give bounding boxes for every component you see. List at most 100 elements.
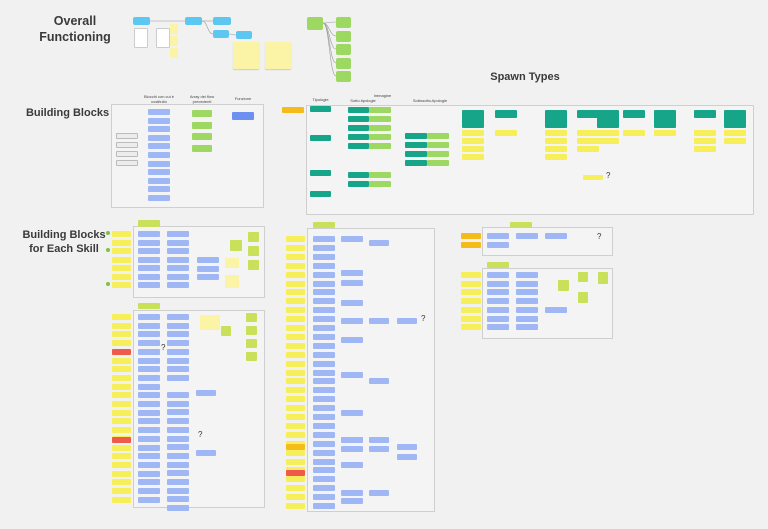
skill-block[interactable]: [138, 418, 160, 425]
skill-label[interactable]: [487, 262, 509, 268]
skill-input[interactable]: [286, 307, 305, 314]
skill-block[interactable]: [487, 324, 509, 331]
skill-block[interactable]: [545, 307, 567, 313]
spawn-subtype-image[interactable]: [369, 134, 391, 140]
skill-block[interactable]: [167, 239, 189, 246]
skill-block[interactable]: [516, 280, 538, 287]
skill-block[interactable]: [487, 315, 509, 322]
spawn-item[interactable]: [462, 138, 484, 144]
skill-block[interactable]: [313, 396, 335, 403]
skill-input[interactable]: [112, 256, 131, 263]
skill-block[interactable]: [138, 401, 160, 407]
skill-block[interactable]: [516, 289, 538, 296]
array-item[interactable]: [192, 133, 212, 140]
skill-block[interactable]: [313, 262, 335, 269]
skill-outcome[interactable]: [246, 339, 257, 348]
skill-block[interactable]: [487, 298, 509, 305]
skill-block[interactable]: [341, 446, 363, 452]
skill-input-error[interactable]: [286, 470, 305, 476]
skill-block[interactable]: [167, 248, 189, 254]
spawn-type[interactable]: [310, 191, 331, 197]
spawn-subtype[interactable]: [348, 143, 369, 149]
skill-block[interactable]: [138, 282, 160, 288]
skill-input[interactable]: [286, 449, 305, 456]
skill-input[interactable]: [286, 396, 305, 403]
skill-input[interactable]: [286, 503, 305, 509]
block-item[interactable]: [116, 151, 138, 157]
skill-input[interactable]: [286, 253, 305, 260]
skill-block[interactable]: [138, 340, 160, 347]
spawn-subtype[interactable]: [348, 116, 369, 122]
block-item[interactable]: [148, 160, 170, 167]
skill-input[interactable]: [286, 342, 305, 349]
block-item[interactable]: [148, 186, 170, 193]
skill-block[interactable]: [138, 357, 160, 364]
spawn-item[interactable]: [597, 130, 619, 136]
skill-input[interactable]: [112, 322, 131, 329]
skill-block[interactable]: [138, 314, 160, 320]
skill-block[interactable]: [313, 422, 335, 429]
skill-block[interactable]: [516, 272, 538, 278]
sticky-note[interactable]: [225, 275, 239, 288]
skill-block[interactable]: [138, 409, 160, 416]
skill-block[interactable]: [138, 392, 160, 399]
spawn-subsubtype[interactable]: [405, 160, 427, 166]
block-item[interactable]: [148, 109, 170, 115]
skill-input[interactable]: [112, 496, 131, 503]
skill-block[interactable]: [167, 256, 189, 263]
skill-block[interactable]: [313, 351, 335, 358]
skill-block[interactable]: [313, 494, 335, 501]
sticky-note[interactable]: [170, 36, 178, 46]
skill-block[interactable]: [167, 400, 189, 407]
array-item[interactable]: [192, 144, 212, 152]
skill-block[interactable]: [138, 231, 160, 237]
block-item[interactable]: [148, 126, 170, 133]
spawn-item[interactable]: [724, 130, 746, 136]
spawn-subtype[interactable]: [348, 181, 369, 187]
sticky-note[interactable]: [265, 42, 291, 69]
skill-input-warning[interactable]: [461, 233, 481, 239]
array-item[interactable]: [192, 110, 212, 117]
spawn-subtype-image[interactable]: [369, 116, 391, 122]
skill-input[interactable]: [112, 470, 131, 477]
skill-block[interactable]: [167, 435, 189, 442]
skill-block[interactable]: [313, 289, 335, 296]
spawn-subtype-image[interactable]: [369, 107, 391, 113]
spawn-subtype[interactable]: [348, 134, 369, 140]
skill-block[interactable]: [341, 437, 363, 443]
skill-block[interactable]: [138, 496, 160, 503]
overall-child-node[interactable]: [336, 17, 351, 28]
skill-node[interactable]: [230, 240, 242, 251]
skill-input-warning[interactable]: [286, 444, 305, 450]
function-item[interactable]: [232, 112, 254, 120]
skill-block[interactable]: [313, 271, 335, 278]
spawn-type[interactable]: [310, 106, 331, 112]
skill-block[interactable]: [167, 374, 189, 381]
skill-block[interactable]: [397, 454, 417, 460]
skill-input[interactable]: [112, 340, 131, 347]
skill-block[interactable]: [341, 490, 363, 496]
skill-block[interactable]: [313, 449, 335, 456]
skill-block[interactable]: [487, 280, 509, 287]
skill-input[interactable]: [461, 272, 481, 278]
skill-block[interactable]: [138, 348, 160, 355]
skill-input[interactable]: [461, 315, 481, 322]
skill-input[interactable]: [112, 427, 131, 434]
skill-block[interactable]: [138, 470, 160, 477]
skill-block[interactable]: [313, 440, 335, 447]
skill-input[interactable]: [286, 289, 305, 296]
overall-child-node[interactable]: [336, 31, 351, 42]
skill-block[interactable]: [167, 418, 189, 425]
skill-block[interactable]: [167, 461, 189, 468]
skill-block[interactable]: [313, 316, 335, 323]
skill-block[interactable]: [516, 298, 538, 305]
spawn-item[interactable]: [545, 146, 567, 152]
block-item[interactable]: [148, 177, 170, 184]
spawn-item[interactable]: [545, 154, 567, 160]
list-card[interactable]: [156, 28, 170, 48]
skill-input[interactable]: [112, 248, 131, 254]
overall-child-node[interactable]: [336, 58, 351, 69]
spawn-subsubtype-image[interactable]: [427, 151, 449, 157]
skill-input[interactable]: [112, 366, 131, 373]
spawn-item[interactable]: [724, 138, 746, 144]
